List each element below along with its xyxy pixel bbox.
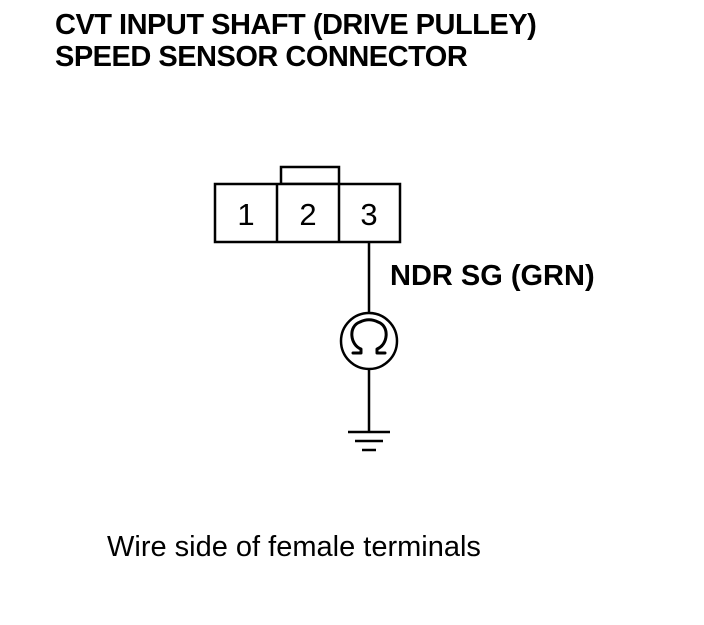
ohm-symbol-icon <box>350 318 388 355</box>
connector-housing: 1 2 3 <box>213 165 402 244</box>
view-caption: Wire side of female terminals <box>107 531 481 563</box>
connector-body <box>213 182 402 244</box>
terminal-3-label: 3 <box>360 197 377 232</box>
title-line-1: CVT INPUT SHAFT (DRIVE PULLEY) <box>55 9 537 41</box>
diagram-title: CVT INPUT SHAFT (DRIVE PULLEY) SPEED SEN… <box>55 9 537 73</box>
title-line-2: SPEED SENSOR CONNECTOR <box>55 41 468 73</box>
ohmmeter-icon <box>339 311 399 371</box>
wire-label: NDR SG (GRN) <box>390 260 595 292</box>
terminal-1-label: 1 <box>237 197 254 232</box>
connector-lock-tab <box>279 165 341 186</box>
ground-icon <box>348 430 390 452</box>
terminal-2-label: 2 <box>299 197 316 232</box>
